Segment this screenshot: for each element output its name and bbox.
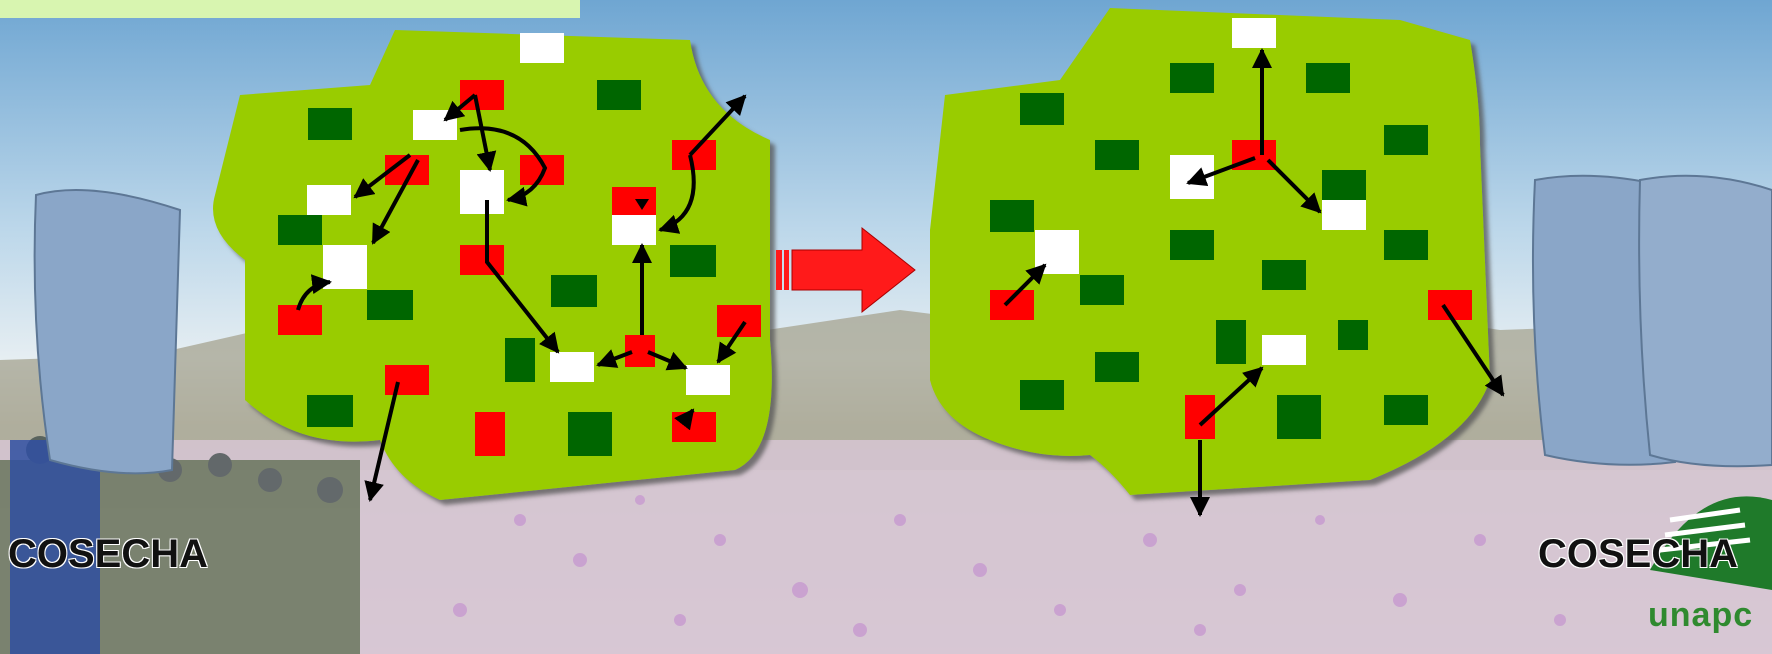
healthy-plant	[1384, 125, 1428, 155]
logo-text: unapc	[1648, 596, 1754, 634]
removed-plant	[1232, 18, 1276, 48]
removed-plant	[1262, 335, 1306, 365]
healthy-plant	[1095, 352, 1139, 382]
healthy-plant	[1170, 63, 1214, 93]
healthy-plant	[367, 290, 413, 320]
healthy-plant	[990, 200, 1034, 232]
removed-plant	[550, 352, 594, 382]
healthy-plant	[1216, 320, 1246, 364]
person-figure	[10, 440, 100, 654]
healthy-plant	[505, 338, 535, 382]
healthy-plant	[1322, 170, 1366, 200]
removed-plant	[307, 185, 351, 215]
healthy-plant	[1020, 380, 1064, 410]
healthy-plant	[568, 412, 612, 456]
infected-plant	[460, 80, 504, 110]
healthy-plant	[1306, 63, 1350, 93]
harvest-label-left: COSECHA	[8, 532, 209, 576]
potato-sack-right-2	[1638, 174, 1772, 468]
infected-plant	[460, 245, 504, 275]
healthy-plant	[1170, 230, 1214, 260]
harvest-label-right: COSECHA	[1538, 532, 1739, 576]
plants-before	[278, 33, 761, 456]
infected-plant	[672, 412, 716, 442]
healthy-plant	[1277, 395, 1321, 439]
spread-arrows-after	[1003, 48, 1505, 517]
healthy-plant	[1020, 93, 1064, 125]
removed-plant	[1322, 200, 1366, 230]
removed-plant	[460, 170, 504, 214]
removed-plant	[686, 365, 730, 395]
infected-plant	[475, 412, 505, 456]
healthy-plant	[597, 80, 641, 110]
background-flowers	[453, 495, 1566, 637]
healthy-plant	[278, 215, 322, 245]
healthy-plant	[1095, 140, 1139, 170]
title-banner	[0, 0, 580, 18]
healthy-plant	[1338, 320, 1368, 350]
healthy-plant	[670, 245, 716, 277]
infected-plant	[385, 365, 429, 395]
transition-arrow	[776, 226, 916, 314]
healthy-plant	[308, 108, 352, 140]
unap-logo	[1650, 496, 1772, 590]
removed-plant	[612, 215, 656, 245]
plants-after	[990, 18, 1472, 439]
healthy-plant	[1384, 395, 1428, 425]
removed-plant	[520, 33, 564, 63]
infected-plant	[612, 187, 656, 215]
healthy-plant	[307, 395, 353, 427]
potato-sack-left	[33, 189, 182, 475]
healthy-plant	[551, 275, 597, 307]
infected-plant	[990, 290, 1034, 320]
healthy-plant	[1262, 260, 1306, 290]
spread-arrows-before	[296, 93, 747, 502]
healthy-plant	[1080, 275, 1124, 305]
arrowhead	[635, 199, 649, 210]
healthy-plant	[1384, 230, 1428, 260]
